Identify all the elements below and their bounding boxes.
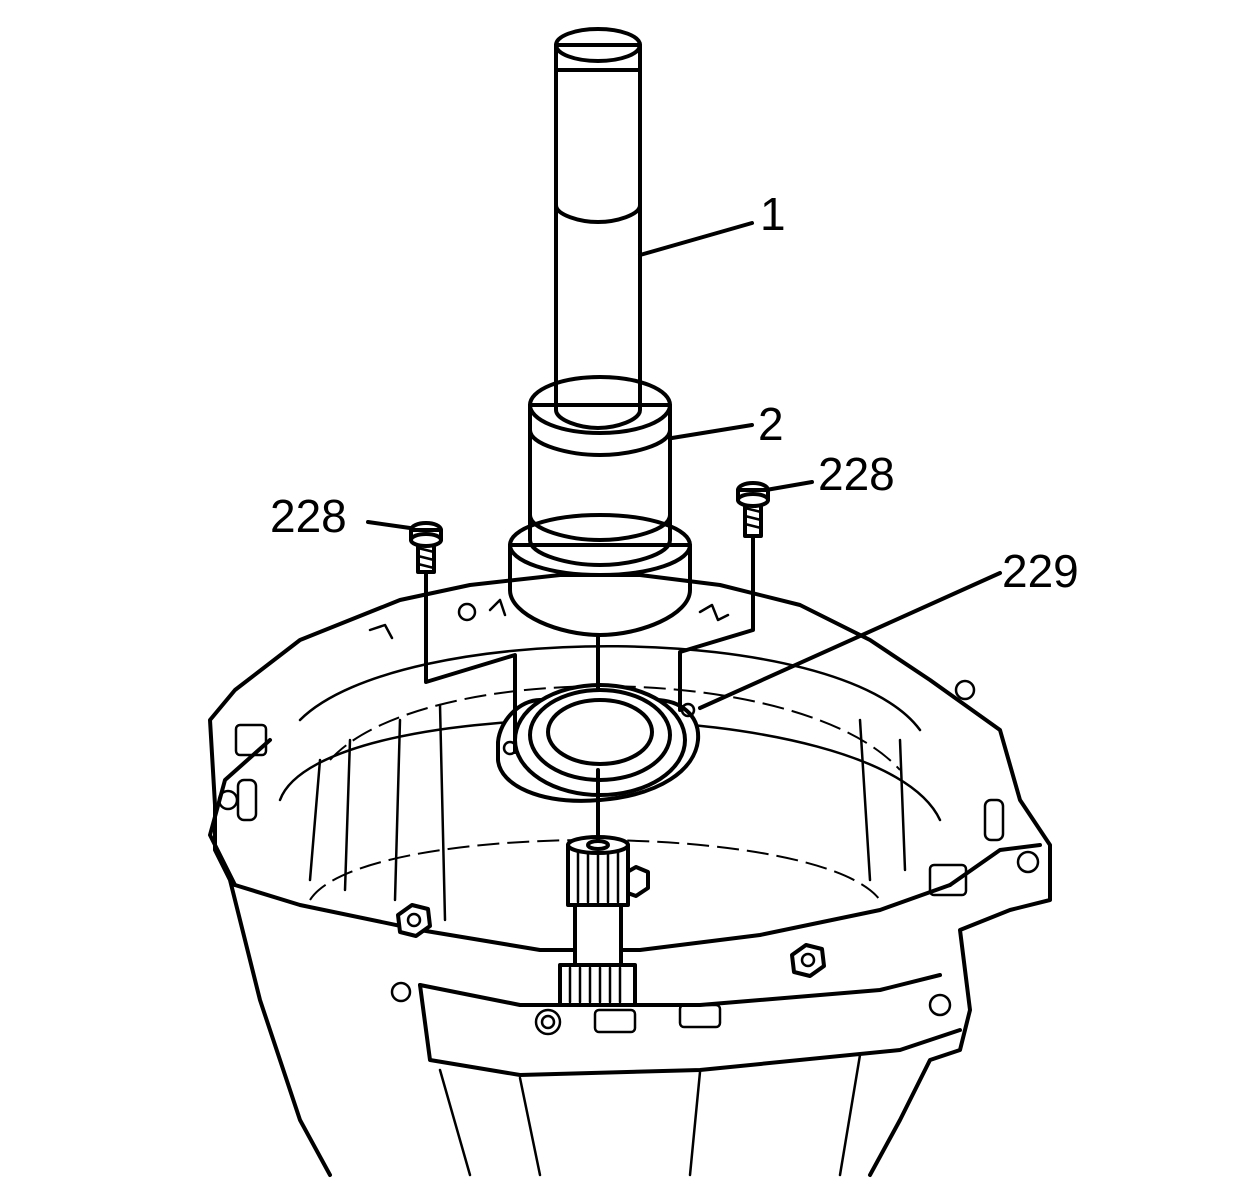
- case-outer-wall: [208, 573, 1052, 1177]
- bolt-228-left: [409, 521, 443, 574]
- callout-228-left: 228: [270, 490, 347, 542]
- driver-handle: [554, 27, 642, 430]
- hex-bolt-right: [790, 943, 826, 978]
- callout-1: 1: [760, 188, 786, 240]
- front-seal: [496, 683, 701, 803]
- seal-installer-tool: [508, 375, 692, 637]
- alignment-lines: [424, 534, 755, 842]
- input-shaft: [558, 835, 637, 1007]
- callout-229: 229: [1002, 545, 1079, 597]
- callout-228-right: 228: [818, 448, 895, 500]
- leader-lines: [366, 221, 1002, 710]
- transmission-case: [208, 573, 1052, 1177]
- callout-2: 2: [758, 398, 784, 450]
- hex-bolt-left: [396, 903, 432, 938]
- bolt-228-right: [736, 481, 770, 538]
